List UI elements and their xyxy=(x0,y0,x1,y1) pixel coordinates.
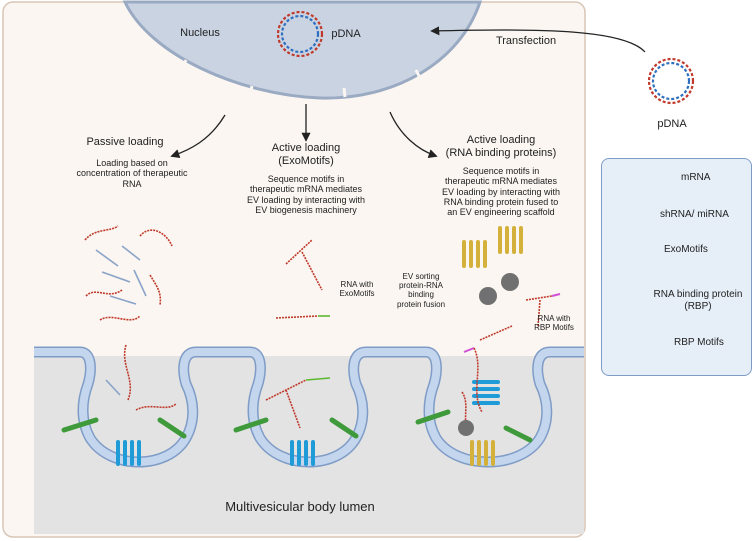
transfection-pdna-icon xyxy=(647,57,695,105)
transfection-arrow xyxy=(430,26,646,53)
nucleus-pdna-label: pDNA xyxy=(331,28,361,40)
transfection-pdna-label: pDNA xyxy=(657,118,687,130)
nuclear-pores xyxy=(180,59,422,98)
legend-label-rbp: RNA binding protein (RBP) xyxy=(653,289,743,312)
tetraspanin-icons xyxy=(116,380,500,466)
ev-marker-rods xyxy=(61,409,533,443)
rbp-fusion-label: EV sorting protein-RNA binding protein f… xyxy=(396,272,446,309)
nucleus-pdna-icon xyxy=(276,10,324,58)
lumen-label: Multivesicular body lumen xyxy=(225,499,375,514)
exomotifs-rna-label: RNA with ExoMotifs xyxy=(339,280,375,299)
legend-label-shrna: shRNA/ miRNA xyxy=(660,209,729,220)
exomotifs-title: Active loading (ExoMotifs) xyxy=(271,142,341,167)
arrow-passive xyxy=(170,114,226,159)
rbp-fusion-cluster xyxy=(462,226,561,341)
exomotif-rna-cluster xyxy=(265,239,331,429)
rbp-rna-label: RNA with RBP Motifs xyxy=(534,314,574,333)
nucleus xyxy=(122,0,483,100)
legend-label-rbp-motifs: RBP Motifs xyxy=(674,337,724,348)
passive-title: Passive loading xyxy=(86,136,164,148)
vesicle1-rna xyxy=(105,344,177,411)
nucleus-label: Nucleus xyxy=(180,27,220,39)
rbp-title: Active loading (RNA binding proteins) xyxy=(445,134,557,159)
rbp-desc: Sequence motifs in therapeutic mRNA medi… xyxy=(441,166,561,218)
arrow-rbp xyxy=(389,111,438,159)
legend-label-exomotifs: ExoMotifs xyxy=(664,244,708,255)
legend-label-mrna: mRNA xyxy=(681,172,711,183)
vesicle3-rna xyxy=(458,347,483,436)
passive-rna-cluster xyxy=(84,225,173,321)
scaffold-protein-vesicle xyxy=(470,440,495,466)
legend-panel xyxy=(601,158,752,376)
transfection-label: Transfection xyxy=(495,35,557,47)
exomotifs-desc: Sequence motifs in therapeutic mRNA medi… xyxy=(246,174,366,216)
passive-desc: Loading based on concentration of therap… xyxy=(76,158,188,189)
